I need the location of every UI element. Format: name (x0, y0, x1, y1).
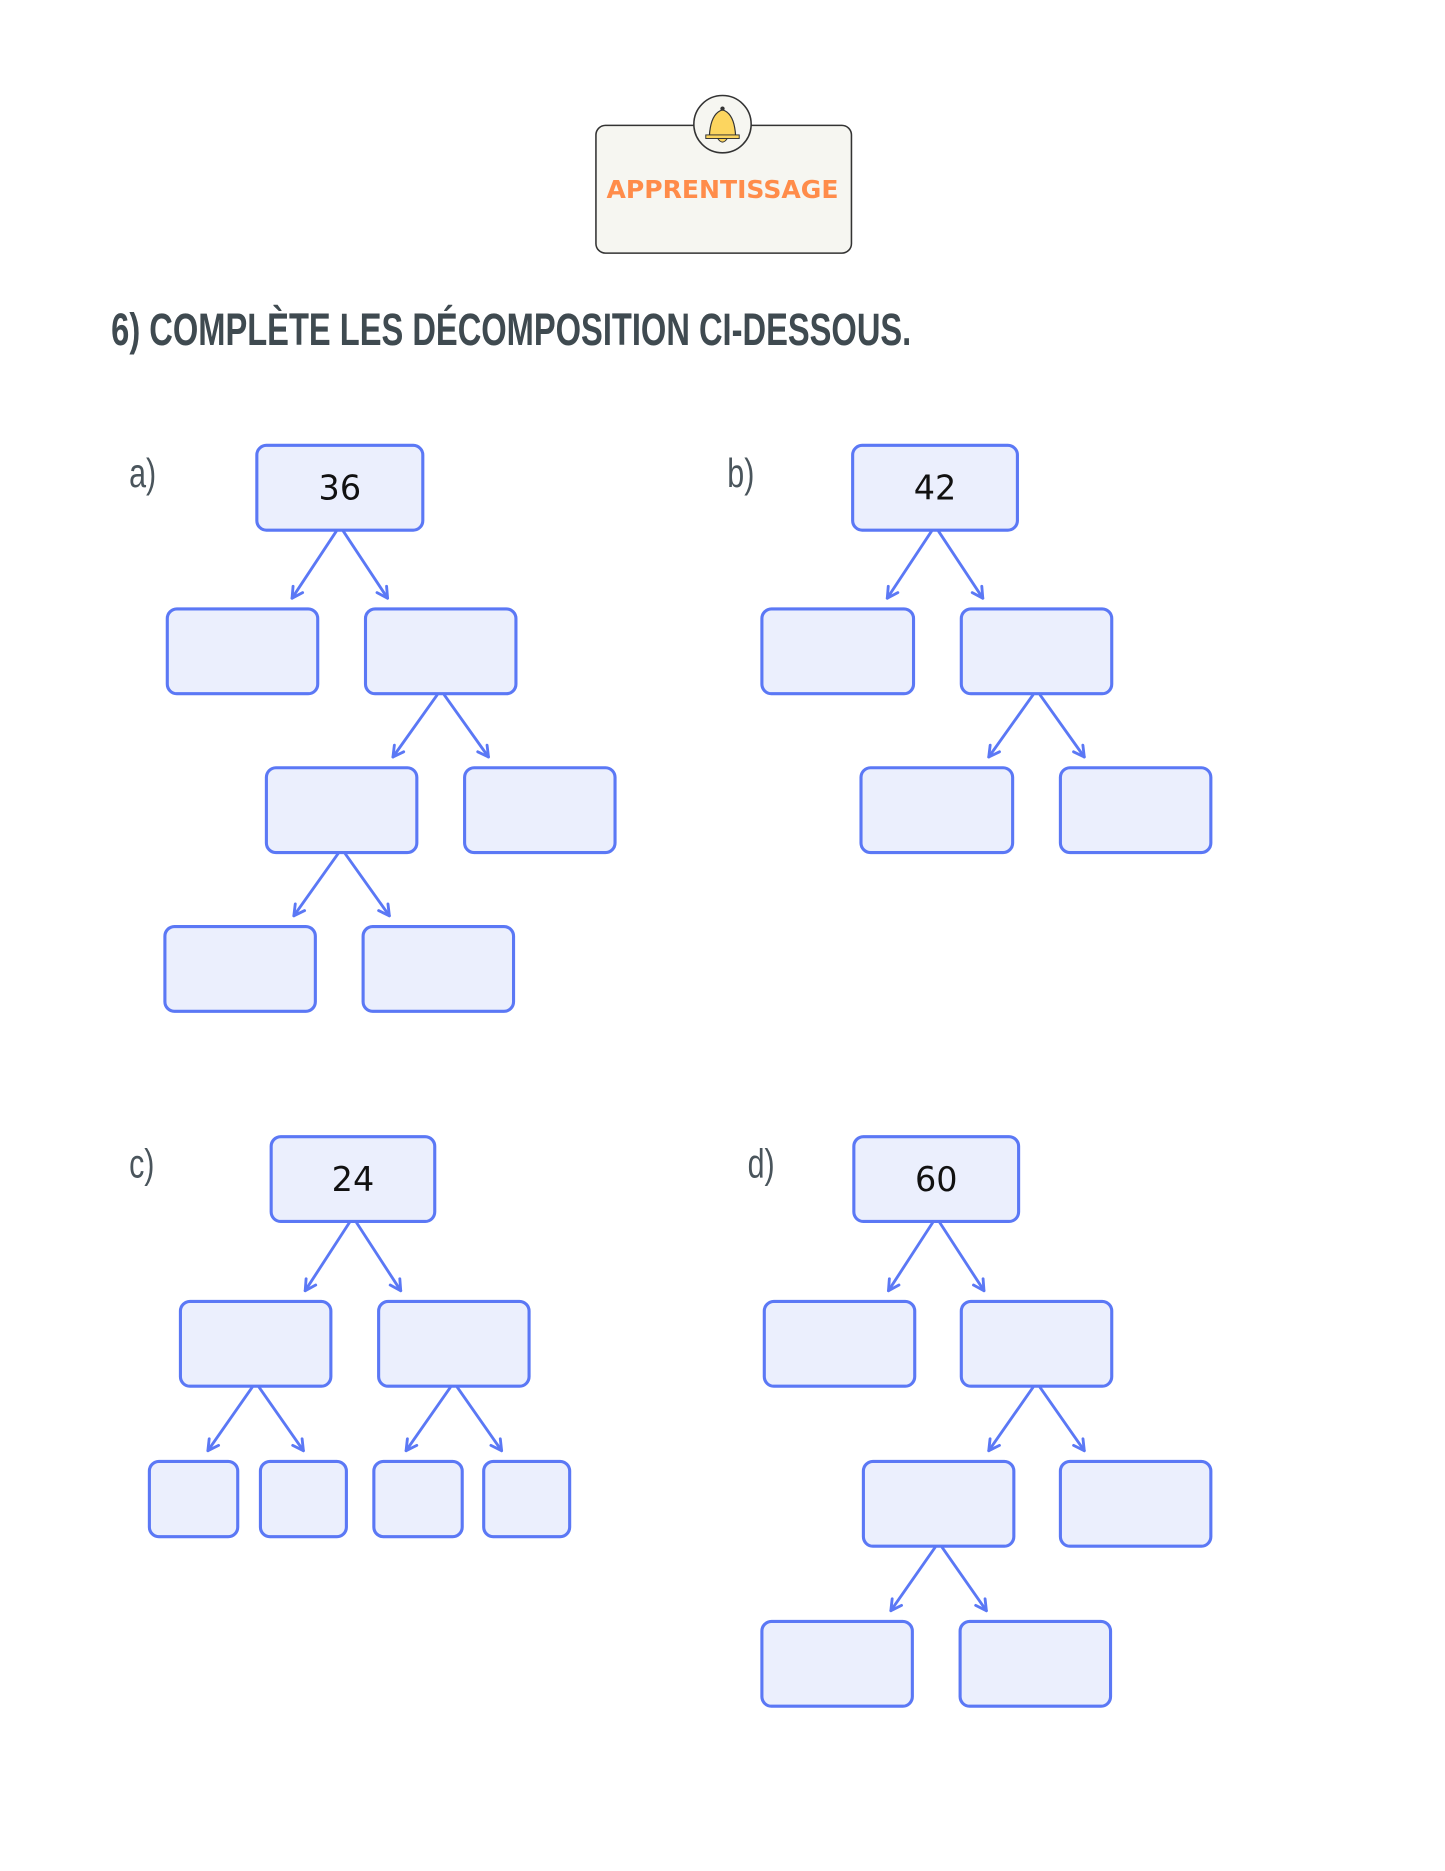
exercise-label: d) (748, 1141, 775, 1186)
empty-answer-box[interactable] (463, 766, 617, 855)
bell-icon (705, 106, 740, 143)
root-number-box: 42 (851, 443, 1019, 532)
arrow-left (391, 693, 439, 759)
empty-answer-box[interactable] (762, 1299, 917, 1388)
arrow-right (257, 1385, 305, 1453)
empty-answer-box[interactable] (760, 1619, 914, 1708)
root-number: 42 (914, 469, 957, 508)
arrow-left (303, 1221, 351, 1293)
arrow-left (206, 1385, 254, 1453)
empty-answer-box[interactable] (264, 766, 419, 855)
empty-answer-box[interactable] (258, 1459, 348, 1539)
empty-answer-box[interactable] (859, 766, 1015, 855)
empty-answer-box[interactable] (163, 924, 317, 1013)
empty-answer-box[interactable] (165, 607, 320, 696)
root-number-box: 36 (255, 443, 425, 532)
decomposition-tree-d: d) 60 (748, 1135, 1213, 1708)
arrow-left (885, 529, 933, 600)
empty-answer-box[interactable] (372, 1459, 464, 1539)
arrow-right (355, 1221, 403, 1293)
exercise-label: c) (129, 1141, 154, 1186)
arrow-right (343, 852, 391, 918)
empty-answer-box[interactable] (958, 1619, 1113, 1708)
empty-answer-box[interactable] (1058, 1459, 1213, 1548)
arrow-right (442, 693, 490, 759)
decomposition-tree-b: b) 42 (727, 443, 1213, 855)
decomposition-tree-c: c) 24 (129, 1135, 572, 1539)
arrow-left (404, 1385, 452, 1453)
empty-answer-box[interactable] (363, 607, 518, 696)
root-number: 36 (319, 469, 362, 508)
exercise-label: a) (129, 451, 156, 496)
exercise-title: 6) COMPLÈTE LES DÉCOMPOSITION CI-DESSOUS… (111, 305, 911, 355)
empty-answer-box[interactable] (1058, 766, 1213, 855)
arrow-right (1038, 693, 1086, 759)
empty-answer-box[interactable] (861, 1459, 1016, 1548)
empty-answer-box[interactable] (361, 924, 516, 1013)
exercise-label: b) (727, 451, 754, 496)
empty-answer-box[interactable] (147, 1459, 240, 1539)
arrow-left (987, 1385, 1035, 1453)
decomposition-tree-a: a) 36 (129, 443, 617, 1013)
empty-answer-box[interactable] (959, 1299, 1114, 1388)
arrow-right (938, 1221, 986, 1293)
arrow-right (341, 529, 390, 600)
arrow-left (889, 1545, 937, 1613)
arrow-left (292, 852, 340, 918)
empty-answer-box[interactable] (482, 1459, 572, 1539)
empty-answer-box[interactable] (377, 1299, 531, 1388)
arrow-left (987, 693, 1035, 759)
root-number-box: 60 (852, 1135, 1021, 1224)
root-number: 24 (332, 1160, 375, 1199)
arrow-right (1038, 1385, 1086, 1453)
arrow-left (290, 529, 338, 600)
empty-answer-box[interactable] (959, 607, 1114, 696)
empty-answer-box[interactable] (178, 1299, 333, 1388)
arrow-right (937, 529, 985, 600)
arrow-right (455, 1385, 504, 1453)
arrow-left (887, 1221, 935, 1293)
root-number: 60 (915, 1160, 958, 1199)
root-number-box: 24 (269, 1135, 437, 1224)
apprentissage-badge: APPRENTISSAGE (595, 94, 853, 254)
empty-answer-box[interactable] (760, 607, 916, 696)
badge-label: APPRENTISSAGE (606, 175, 838, 204)
arrow-right (940, 1545, 988, 1613)
